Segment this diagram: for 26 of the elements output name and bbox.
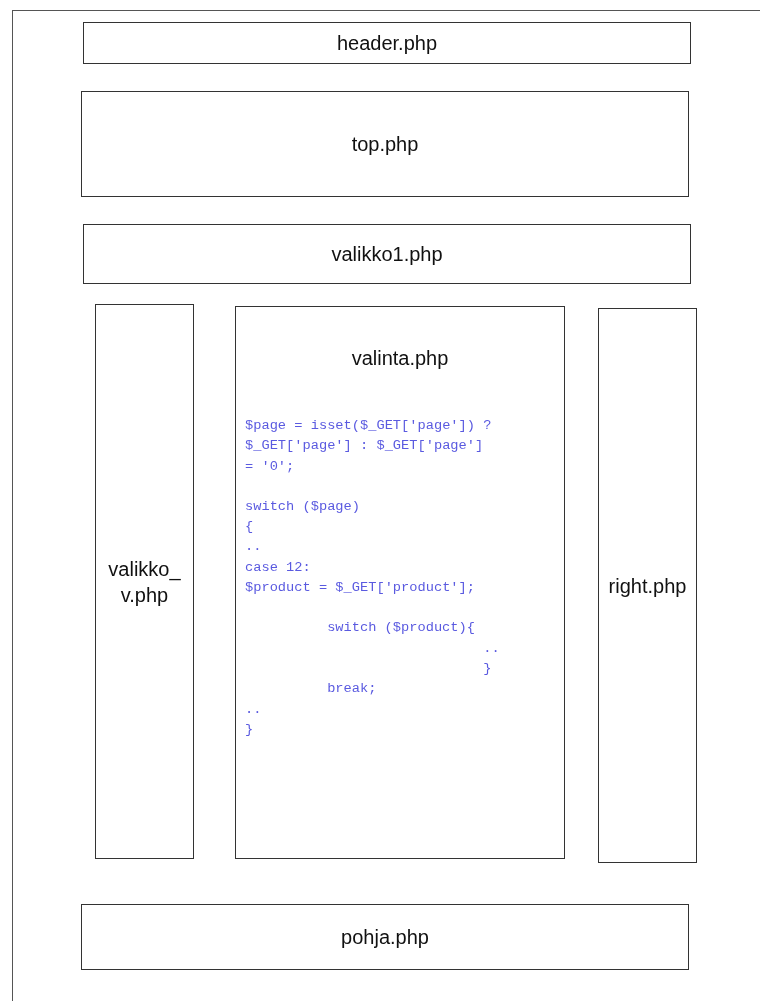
- code-line: $page = isset($_GET['page']) ? $_GET['page'] : $_GET['page'] = '0';: [245, 417, 493, 476]
- file-name: top.php: [351, 132, 419, 157]
- code-line: ..: [482, 639, 496, 658]
- layout-box: [81, 91, 689, 197]
- code-line: }: [245, 720, 255, 739]
- code-line: ..: [245, 538, 263, 557]
- code-line: switch ($product){: [326, 619, 476, 638]
- code-line: {: [245, 518, 255, 537]
- code-line: $product = $_GET['product'];: [245, 579, 476, 598]
- layout-box: [598, 308, 697, 863]
- layout-box: [83, 22, 691, 64]
- file-name: valinta.php: [350, 346, 450, 371]
- code-line: ..: [245, 700, 263, 719]
- file-name: valikko_v.php: [107, 556, 182, 608]
- layout-box: [83, 224, 691, 284]
- file-name: right.php: [607, 573, 688, 599]
- file-name: header.php: [336, 31, 438, 56]
- layout-box: [95, 304, 194, 859]
- code-line: case 12:: [245, 558, 312, 577]
- code-line: break;: [326, 680, 378, 699]
- layout-box: [81, 904, 689, 970]
- code-line: switch ($page): [245, 497, 361, 516]
- file-name: pohja.php: [341, 925, 429, 950]
- code-line: }: [482, 659, 493, 678]
- file-name: valikko1.php: [331, 242, 443, 267]
- layout-box: [235, 306, 565, 859]
